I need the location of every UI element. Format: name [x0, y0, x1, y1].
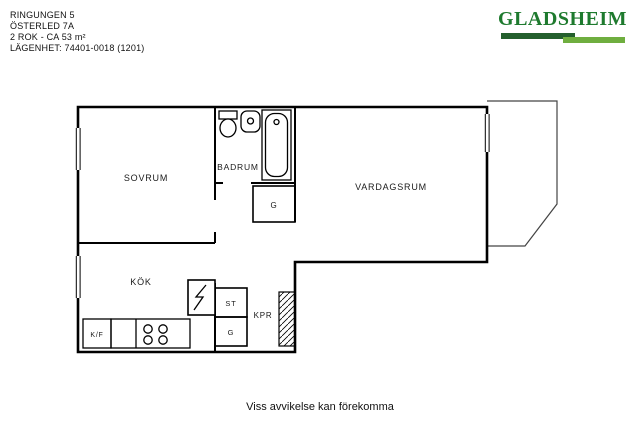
room-label-sovrum: SOVRUM — [124, 173, 168, 183]
logo-text: GLADSHEIM — [498, 8, 627, 30]
balcony-door — [483, 114, 491, 152]
label-st: ST — [225, 299, 236, 308]
disclaimer: Viss avvikelse kan förekomma — [246, 401, 394, 413]
windows — [74, 114, 491, 298]
gladsheim-logo: GLADSHEIM — [497, 8, 627, 47]
stove-icon — [143, 324, 168, 345]
entrance-hatch — [278, 291, 296, 347]
apartment-id: LÄGENHET: 74401-0018 (1201) — [10, 43, 145, 53]
bathroom-fixtures — [218, 109, 292, 181]
room-label-kok: KÖK — [130, 277, 151, 287]
bedroom-window — [74, 128, 82, 170]
room-label-vardagsrum: VARDAGSRUM — [355, 182, 427, 192]
label-kf: K/F — [90, 332, 103, 339]
room-labels: SOVRUM BADRUM VARDAGSRUM KÖK KPR G ST G … — [90, 162, 427, 339]
logo-bar-dark — [501, 33, 575, 39]
label-garderob-entre: G — [228, 328, 235, 337]
closet-g — [214, 316, 248, 347]
logo-bar-light — [563, 37, 625, 43]
toilet-icon — [218, 110, 238, 138]
balcony — [487, 100, 558, 247]
room-label-badrum: BADRUM — [217, 162, 259, 172]
electrical-cabinet — [187, 279, 216, 316]
lightning-icon — [193, 284, 207, 311]
size-info: 2 ROK - CA 53 m² — [10, 32, 86, 42]
exterior-walls — [76, 105, 489, 354]
address: ÖSTERLED 7A — [10, 21, 75, 31]
kitchen-window — [74, 256, 82, 298]
sink-icon — [240, 110, 261, 133]
label-garderob-hall: G — [270, 201, 277, 210]
property-name: RINGUNGEN 5 — [10, 10, 75, 20]
kitchen-fixtures — [82, 318, 191, 349]
wardrobe-g-hall — [252, 185, 296, 223]
bathtub-icon — [261, 109, 292, 181]
plan-info: RINGUNGEN 5 ÖSTERLED 7A 2 ROK - CA 53 m²… — [10, 10, 144, 54]
kitchen-counter — [110, 318, 191, 349]
room-label-kpr: KPR — [254, 311, 273, 320]
logo-bars — [497, 33, 627, 47]
